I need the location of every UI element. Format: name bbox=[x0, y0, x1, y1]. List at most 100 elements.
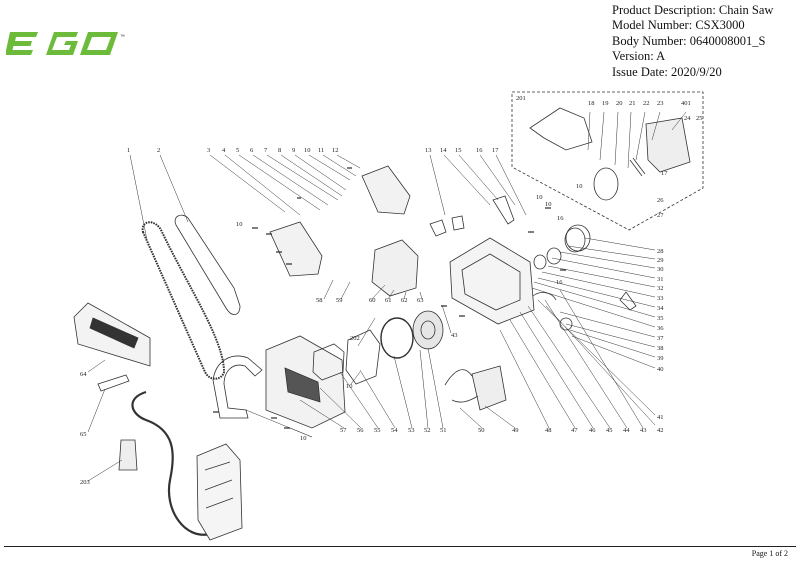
controller-board bbox=[471, 365, 507, 411]
callout-42: 42 bbox=[657, 427, 664, 434]
subassembly-frame-201 bbox=[511, 91, 704, 231]
callout-11: 11 bbox=[318, 147, 324, 154]
callout-25: 25 bbox=[696, 115, 703, 122]
callout-16-b: 16 bbox=[557, 215, 564, 222]
oil-pump-set bbox=[429, 215, 465, 237]
callout-61: 61 bbox=[385, 297, 392, 304]
callout-35: 35 bbox=[657, 315, 664, 322]
callout-10-c: 10 bbox=[545, 201, 552, 208]
callout-10-f: 10 bbox=[346, 383, 353, 390]
power-cord bbox=[131, 390, 211, 536]
chain-brake-module bbox=[645, 117, 691, 173]
gasket-ring bbox=[380, 317, 414, 359]
callout-57: 57 bbox=[340, 427, 347, 434]
screw-set bbox=[213, 167, 566, 429]
callout-32: 32 bbox=[657, 285, 664, 292]
version: Version: A bbox=[612, 49, 666, 64]
callout-43: 43 bbox=[451, 332, 458, 339]
callout-6: 6 bbox=[250, 147, 254, 154]
footer-divider bbox=[4, 546, 796, 547]
callout-10: 10 bbox=[304, 147, 311, 154]
callout-37: 37 bbox=[657, 335, 664, 342]
product-description: Product Description: Chain Saw bbox=[612, 3, 774, 17]
leader-lines bbox=[87, 111, 687, 482]
callout-50: 50 bbox=[478, 427, 485, 434]
callout-29: 29 bbox=[657, 257, 664, 264]
callout-31: 31 bbox=[657, 276, 664, 283]
page-indicator: Page 1 of 2 bbox=[751, 549, 788, 558]
tensioner-lever bbox=[619, 291, 637, 311]
callout-17-b: 17 bbox=[661, 170, 668, 177]
issue-date: Issue Date: 2020/9/20 bbox=[612, 64, 722, 79]
callout-20: 20 bbox=[616, 100, 623, 107]
motor-holder bbox=[371, 239, 419, 297]
clutch-plate bbox=[565, 224, 591, 252]
callout-17: 17 bbox=[492, 147, 499, 154]
callout-13: 13 bbox=[425, 147, 432, 154]
callout-16-c: 16 bbox=[556, 279, 563, 286]
callout-45: 45 bbox=[606, 427, 613, 434]
callout-203: 203 bbox=[80, 479, 90, 486]
handle-cover bbox=[269, 221, 323, 277]
callout-23: 23 bbox=[657, 100, 664, 107]
callout-21: 21 bbox=[629, 100, 636, 107]
guide-bar bbox=[174, 214, 241, 315]
callout-14: 14 bbox=[440, 147, 447, 154]
bar-cover-badge bbox=[89, 317, 139, 349]
motor-cover bbox=[345, 329, 381, 385]
callout-1: 1 bbox=[127, 147, 130, 154]
brake-spring bbox=[629, 157, 646, 177]
housing-left-window bbox=[284, 367, 321, 403]
wrench-tool bbox=[97, 374, 130, 392]
callout-10-e: 10 bbox=[576, 183, 583, 190]
callout-43-b: 43 bbox=[640, 427, 647, 434]
callout-44: 44 bbox=[623, 427, 630, 434]
callout-19: 19 bbox=[602, 100, 609, 107]
callout-47: 47 bbox=[571, 427, 578, 434]
saw-chain bbox=[141, 221, 226, 380]
callout-201: 201 bbox=[516, 95, 526, 102]
rear-handle-detail bbox=[204, 461, 234, 509]
callout-7: 7 bbox=[264, 147, 268, 154]
ego-logo: ™ bbox=[6, 32, 125, 55]
callout-26: 26 bbox=[657, 197, 664, 204]
callout-2: 2 bbox=[157, 147, 160, 154]
document-header: Product Description: Chain Saw Model Num… bbox=[612, 3, 773, 80]
callout-10-d: 10 bbox=[236, 221, 243, 228]
callout-15: 15 bbox=[455, 147, 462, 154]
callout-12: 12 bbox=[332, 147, 339, 154]
callout-54: 54 bbox=[391, 427, 398, 434]
callout-49: 49 bbox=[512, 427, 519, 434]
callout-401: 401 bbox=[681, 100, 691, 107]
callout-58: 58 bbox=[316, 297, 323, 304]
callout-18: 18 bbox=[588, 100, 595, 107]
callout-41: 41 bbox=[657, 414, 664, 421]
tensioner-ring bbox=[559, 317, 573, 331]
drive-sprocket bbox=[564, 227, 586, 253]
callout-3: 3 bbox=[207, 147, 210, 154]
svg-text:™: ™ bbox=[120, 34, 125, 40]
callout-16: 16 bbox=[476, 147, 483, 154]
callout-22: 22 bbox=[643, 100, 650, 107]
housing-right-inner bbox=[461, 253, 521, 311]
callout-10-g: 10 bbox=[300, 435, 307, 442]
callout-40: 40 bbox=[657, 366, 664, 373]
callout-5: 5 bbox=[236, 147, 239, 154]
housing-right bbox=[449, 237, 535, 325]
motor-stator bbox=[412, 310, 444, 350]
callout-30: 30 bbox=[657, 266, 664, 273]
ego-logo-mark: ™ bbox=[6, 32, 125, 55]
callout-36: 36 bbox=[657, 325, 664, 332]
callout-27: 27 bbox=[657, 212, 664, 219]
callout-8: 8 bbox=[278, 147, 281, 154]
controller-wiring bbox=[444, 369, 479, 403]
callout-56: 56 bbox=[357, 427, 364, 434]
callout-63: 63 bbox=[417, 297, 424, 304]
callout-51: 51 bbox=[440, 427, 447, 434]
brake-band bbox=[532, 292, 557, 301]
front-handle bbox=[212, 355, 263, 419]
callout-24: 24 bbox=[684, 115, 691, 122]
sprocket-washer bbox=[533, 254, 547, 270]
callout-62: 62 bbox=[401, 297, 408, 304]
